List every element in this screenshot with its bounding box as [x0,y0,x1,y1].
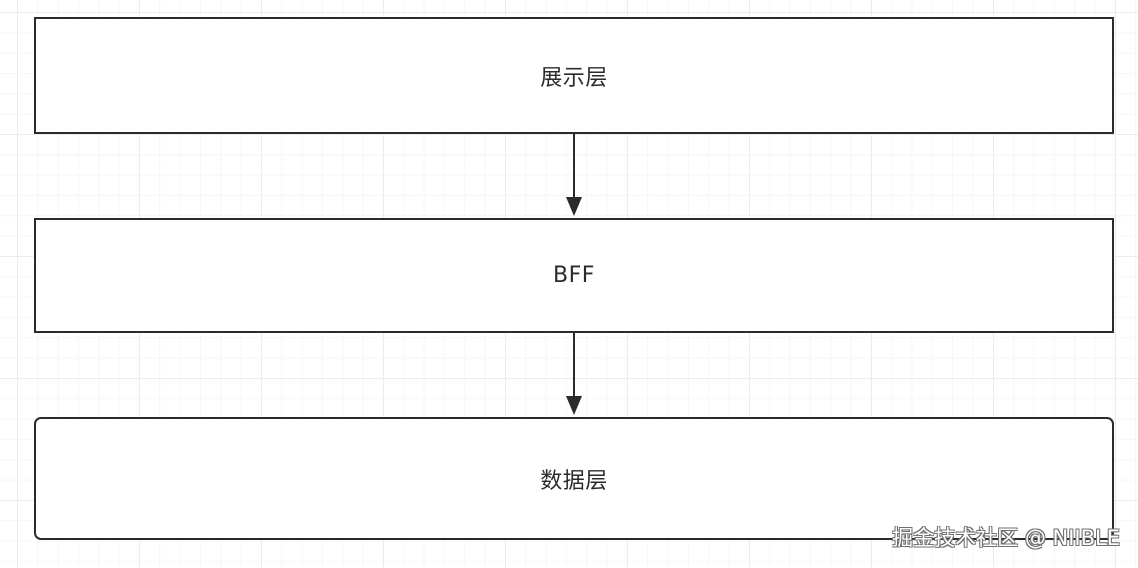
presentation-layer-label: 展示层 [540,65,608,91]
presentation-layer-box[interactable]: 展示层 [34,17,1114,134]
data-layer-label: 数据层 [540,468,608,494]
bff-layer-label: BFF [553,263,595,288]
arrow-presentation-to-bff [566,134,582,216]
data-layer-box[interactable]: 数据层 [34,417,1114,540]
bff-layer-box[interactable]: BFF [34,218,1114,333]
watermark: 掘金技术社区 @ NIIBLE [892,526,1120,550]
arrow-bff-to-data [566,333,582,415]
